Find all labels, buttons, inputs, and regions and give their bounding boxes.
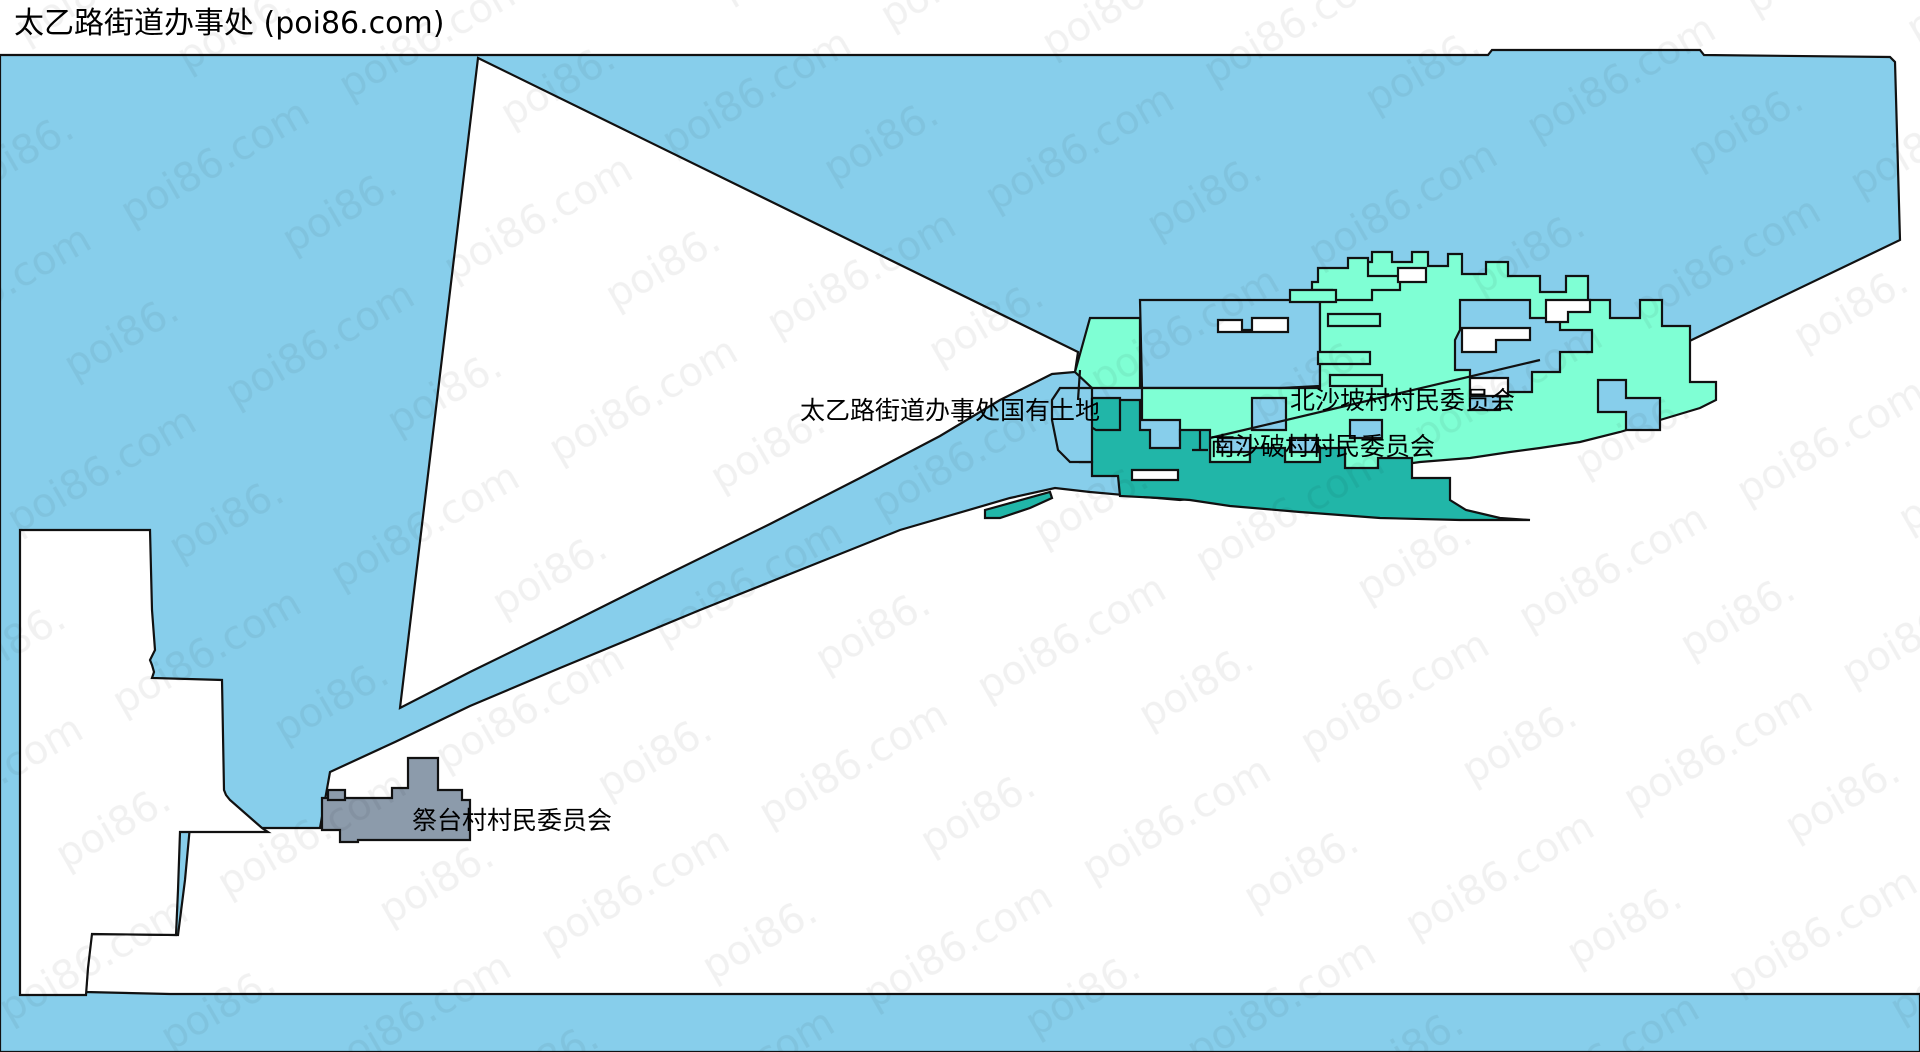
label-beishapo: 北沙坡村村民委员会 xyxy=(1290,386,1515,415)
label-jitai: 祭台村村民委员会 xyxy=(412,806,612,835)
map-labels: 太乙路街道办事处国有土地 北沙坡村村民委员会 南沙破村村民委员会 祭台村村民委员… xyxy=(412,386,1515,835)
label-state-owned-land: 太乙路街道办事处国有土地 xyxy=(800,396,1100,425)
label-nanshapo: 南沙破村村民委员会 xyxy=(1210,432,1435,461)
